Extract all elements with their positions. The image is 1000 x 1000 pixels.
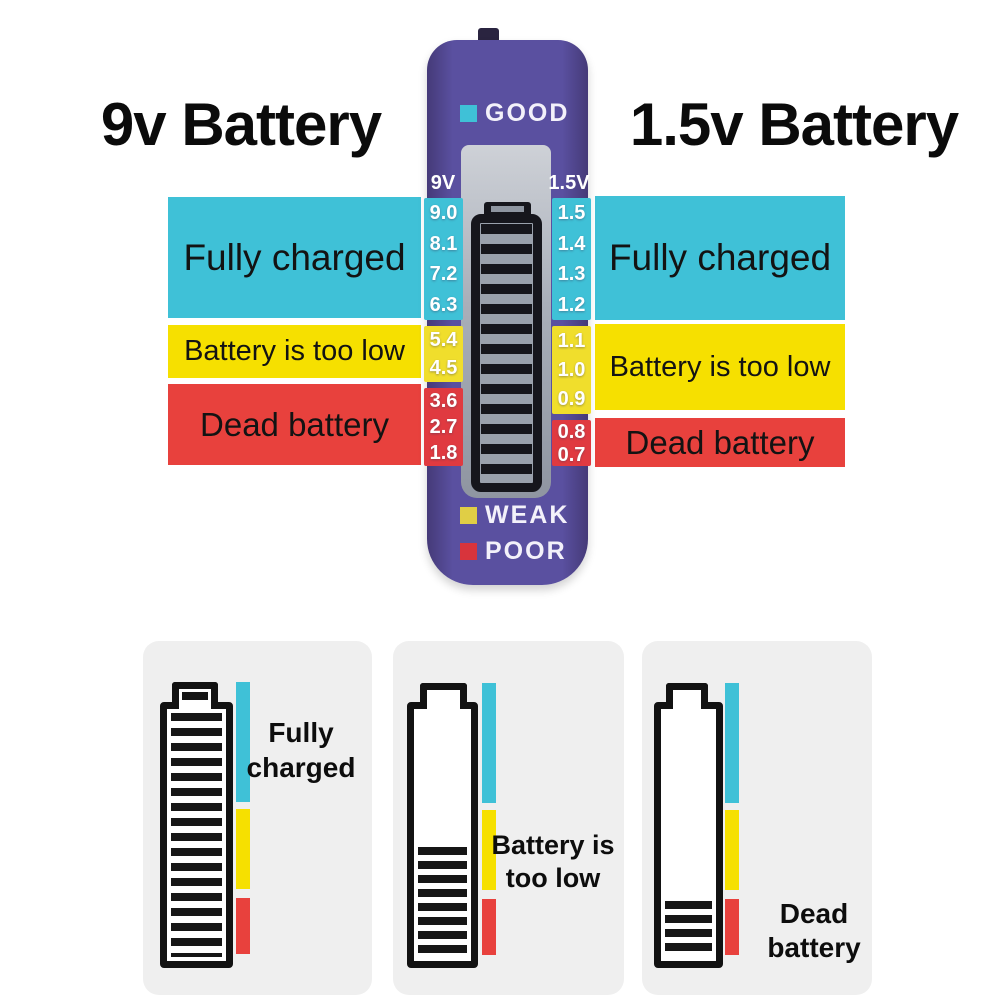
legend-card-too-low: Battery is too low [393,641,624,995]
battery-terminal-bar [182,692,208,700]
charge-scale [482,683,496,955]
lcd-battery-icon-bars [481,224,532,482]
lcd-battery-icon [471,214,542,492]
scale-value: 0.7 [557,443,586,466]
scale-value: 1.2 [557,293,586,316]
legend-label-line: Battery is [491,830,615,860]
heading-1-5v-battery: 1.5v Battery [629,91,959,158]
scale-value: 6.3 [429,293,458,316]
scale-good-segment [236,682,250,802]
scale-1-5v-weak-segment: 1.1 1.0 0.9 [552,326,591,414]
legend-label-line: Dead [779,898,849,929]
scale-poor-segment [725,899,739,955]
battery-terminal-icon [420,683,467,709]
good-color-square-icon [460,105,477,122]
legend-label-dead: Dead battery [734,897,894,965]
poor-color-square-icon [460,543,477,560]
scale-9v-good-segment: 9.0 8.1 7.2 6.3 [424,198,463,320]
battery-low-bars [418,847,467,957]
scale-value: 2.7 [429,416,458,438]
legend-card-dead: Dead battery [642,641,872,995]
legend-label-fully-charged: Fully charged [227,715,375,785]
band-right-dead-battery: Dead battery [595,418,845,467]
scale-value: 3.6 [429,390,458,412]
legend-label-line: charged [246,752,356,783]
poor-status-label: POOR [485,537,567,565]
scale-poor-segment [236,898,250,954]
band-left-too-low: Battery is too low [168,325,421,378]
scale-value: 0.8 [557,420,586,443]
scale-9v-poor-segment: 3.6 2.7 1.8 [424,388,463,466]
heading-9v-battery: 9v Battery [100,91,382,158]
band-right-too-low: Battery is too low [595,324,845,410]
scale-label-1-5v: 1.5V [548,172,590,194]
battery-low-icon [407,702,478,968]
scale-value: 1.8 [429,442,458,464]
scale-weak-segment [725,810,739,890]
band-left-fully-charged: Fully charged [168,197,421,318]
good-status-label: GOOD [485,99,570,127]
weak-status-label: WEAK [485,501,570,529]
legend-label-too-low: Battery is too low [477,829,629,895]
scale-value: 9.0 [429,202,458,225]
weak-color-square-icon [460,507,477,524]
scale-value: 1.4 [557,232,586,255]
battery-dead-bars [665,901,712,957]
scale-weak-segment [236,809,250,889]
battery-terminal-icon [666,683,708,709]
scale-value: 5.4 [429,329,458,351]
legend-card-fully-charged: Fully charged [143,641,372,995]
battery-dead-icon [654,702,723,968]
scale-1-5v-poor-segment: 0.8 0.7 [552,420,591,466]
charge-scale [236,682,250,954]
charge-scale [725,683,739,955]
battery-full-bars [171,713,222,957]
scale-value: 4.5 [429,357,458,379]
scale-1-5v-good-segment: 1.5 1.4 1.3 1.2 [552,198,591,320]
scale-value: 8.1 [429,232,458,255]
poor-status-row: POOR [460,539,567,564]
scale-value: 1.5 [557,202,586,225]
scale-value: 1.1 [557,329,586,352]
scale-good-segment [725,683,739,803]
scale-value: 0.9 [557,388,586,411]
scale-value: 1.3 [557,263,586,286]
scale-label-9v: 9V [430,172,456,194]
lcd-battery-icon-terminal-slot [491,206,524,212]
scale-9v-weak-segment: 5.4 4.5 [424,326,463,382]
scale-value: 7.2 [429,263,458,286]
legend-label-line: Fully [268,717,334,748]
good-status-row: GOOD [460,101,569,126]
legend-label-line: battery [767,932,861,963]
scale-value: 1.0 [557,358,586,381]
scale-poor-segment [482,899,496,955]
band-left-dead-battery: Dead battery [168,384,421,465]
weak-status-row: WEAK [460,503,569,528]
battery-full-icon [160,702,233,968]
battery-terminal-icon [172,682,218,709]
scale-weak-segment [482,810,496,890]
band-right-fully-charged: Fully charged [595,196,845,320]
legend-label-line: too low [505,863,601,893]
scale-good-segment [482,683,496,803]
